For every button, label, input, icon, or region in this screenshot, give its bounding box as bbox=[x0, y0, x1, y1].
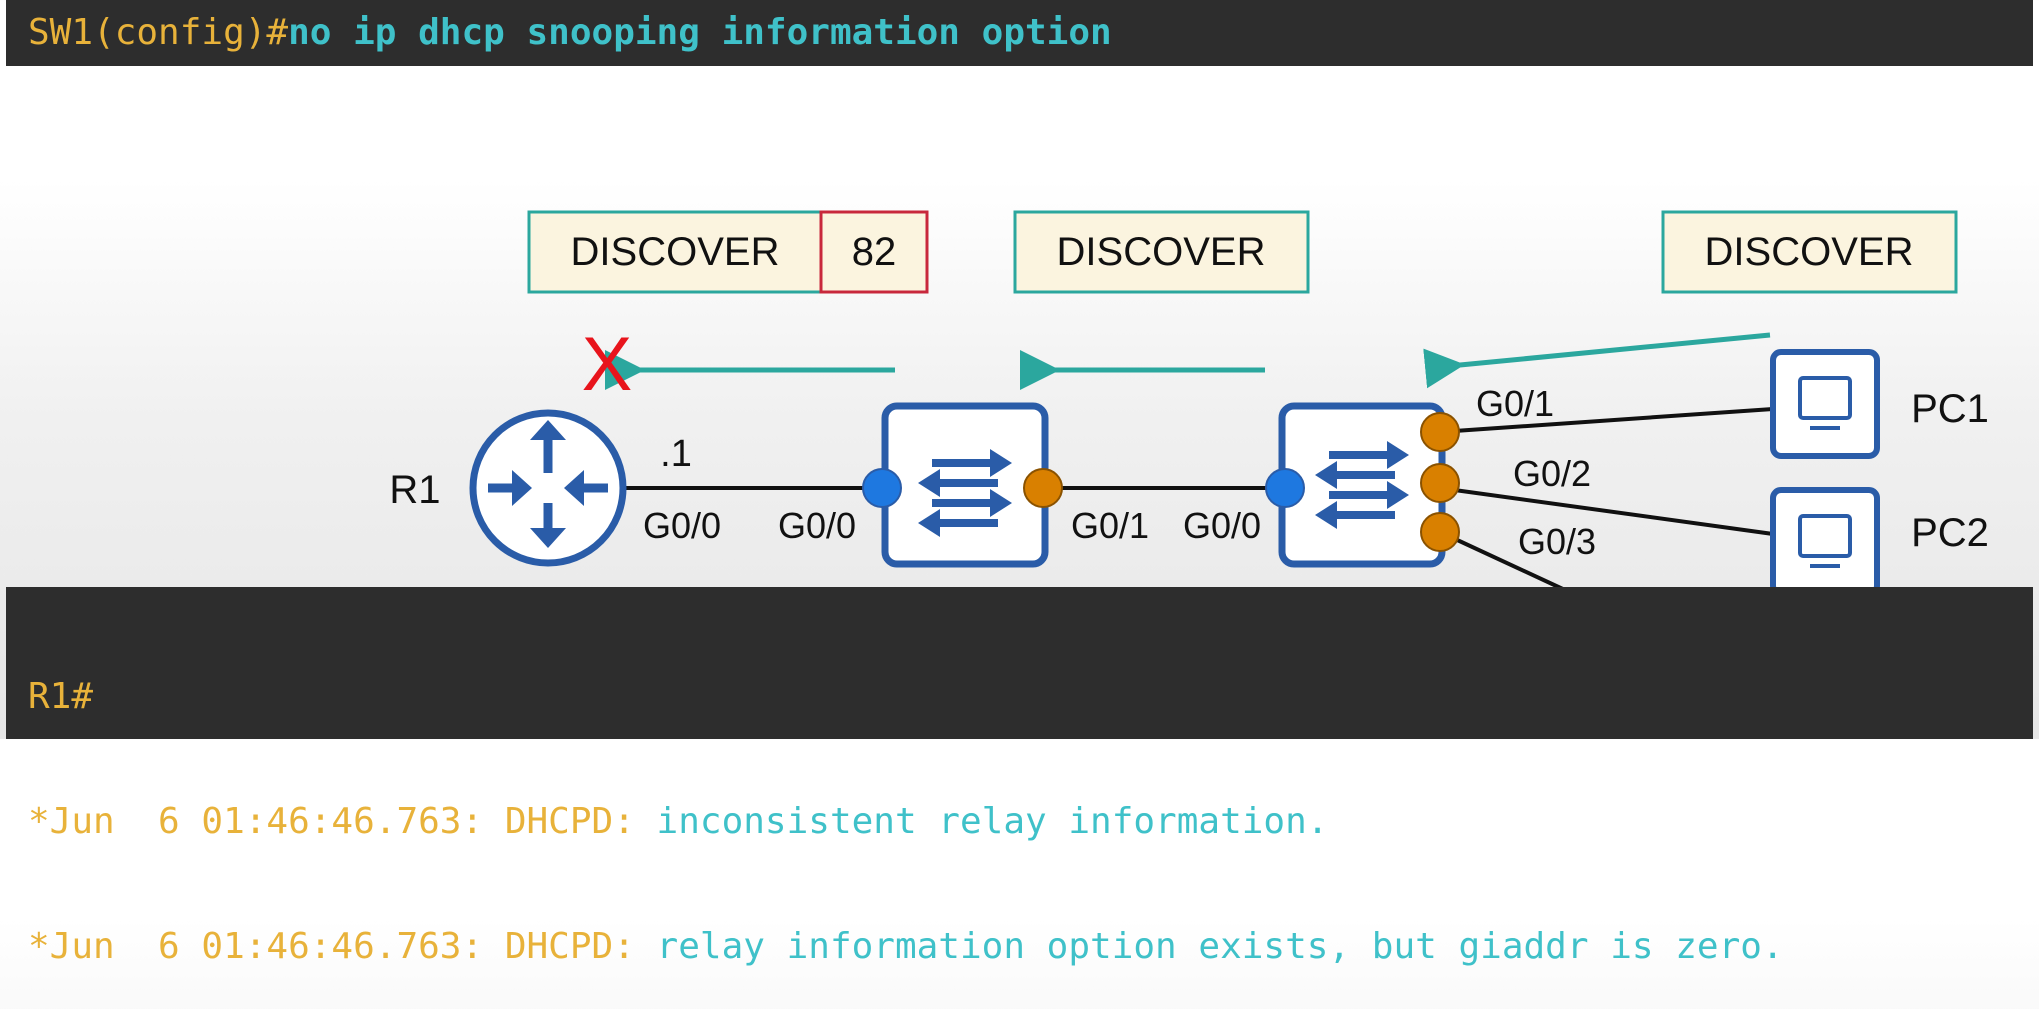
message-discover-option82: DISCOVER 82 bbox=[527, 210, 929, 294]
link-sw1-pc2 bbox=[1439, 486, 1774, 536]
network-diagram: DISCOVER 82 DISCOVER DISCOVER X bbox=[389, 210, 1989, 597]
option-82-label: 82 bbox=[852, 230, 897, 274]
r1-g00-label: G0/0 bbox=[643, 505, 721, 546]
r1-ip-label: .1 bbox=[660, 433, 692, 475]
terminal-line: *Jun 6 01:46:46.763: DHCPD: relay inform… bbox=[28, 925, 2033, 968]
untrusted-port-sw1-g02 bbox=[1420, 463, 1460, 503]
pc1-icon bbox=[1770, 349, 1880, 459]
switch-a-g01-label: G0/1 bbox=[1071, 505, 1149, 546]
link-sw1-pc1 bbox=[1439, 407, 1774, 434]
untrusted-port-switch-a-g01 bbox=[1023, 468, 1063, 508]
router-label: R1 bbox=[389, 468, 440, 512]
switch-icon bbox=[881, 402, 1049, 568]
sw1-g01-label: G0/1 bbox=[1476, 383, 1554, 424]
blocked-x-icon: X bbox=[582, 322, 633, 407]
router-icon bbox=[469, 409, 627, 567]
arrow-to-sw1 bbox=[1423, 332, 1771, 389]
message-label: DISCOVER bbox=[571, 230, 780, 274]
sw1-g02-label: G0/2 bbox=[1513, 453, 1591, 494]
message-label: DISCOVER bbox=[1057, 230, 1266, 274]
pc2-icon bbox=[1770, 487, 1880, 597]
pc2-label: PC2 bbox=[1911, 511, 1989, 555]
message-discover-middle: DISCOVER bbox=[1013, 210, 1310, 294]
router-prompt: R1# bbox=[28, 676, 94, 717]
log-message: inconsistent relay information. bbox=[656, 801, 1329, 842]
pc1-label: PC1 bbox=[1911, 387, 1989, 431]
link-sw1-pc3 bbox=[1439, 530, 1566, 592]
bottom-terminal: R1# *Jun 6 01:46:46.763: DHCPD: inconsis… bbox=[6, 587, 2033, 967]
untrusted-port-sw1-g01 bbox=[1420, 412, 1460, 452]
sw1-g03-label: G0/3 bbox=[1518, 521, 1596, 562]
log-timestamp: *Jun 6 01:46:46.763: DHCPD: bbox=[28, 801, 657, 842]
switch-icon bbox=[1278, 402, 1446, 568]
terminal-line: R1# bbox=[28, 675, 2033, 718]
switch-a-g00-label: G0/0 bbox=[778, 505, 856, 546]
terminal-line: *Jun 6 01:46:46.763: DHCPD: inconsistent… bbox=[28, 800, 2033, 843]
config-command: no ip dhcp snooping information option bbox=[288, 12, 1112, 53]
config-prompt: SW1(config)# bbox=[28, 12, 289, 53]
message-label: DISCOVER bbox=[1705, 230, 1914, 274]
trusted-port-switch-a-g00 bbox=[862, 468, 902, 508]
untrusted-port-sw1-g03 bbox=[1420, 512, 1460, 552]
option-82-field bbox=[819, 210, 929, 294]
sw1-g00-label: G0/0 bbox=[1183, 505, 1261, 546]
message-discover-right: DISCOVER bbox=[1661, 210, 1958, 294]
trusted-port-sw1-g00 bbox=[1265, 468, 1305, 508]
top-terminal: SW1(config)#no ip dhcp snooping informat… bbox=[6, 0, 2033, 66]
log-message: relay information option exists, but gia… bbox=[656, 926, 1784, 967]
log-timestamp: *Jun 6 01:46:46.763: DHCPD: bbox=[28, 926, 657, 967]
